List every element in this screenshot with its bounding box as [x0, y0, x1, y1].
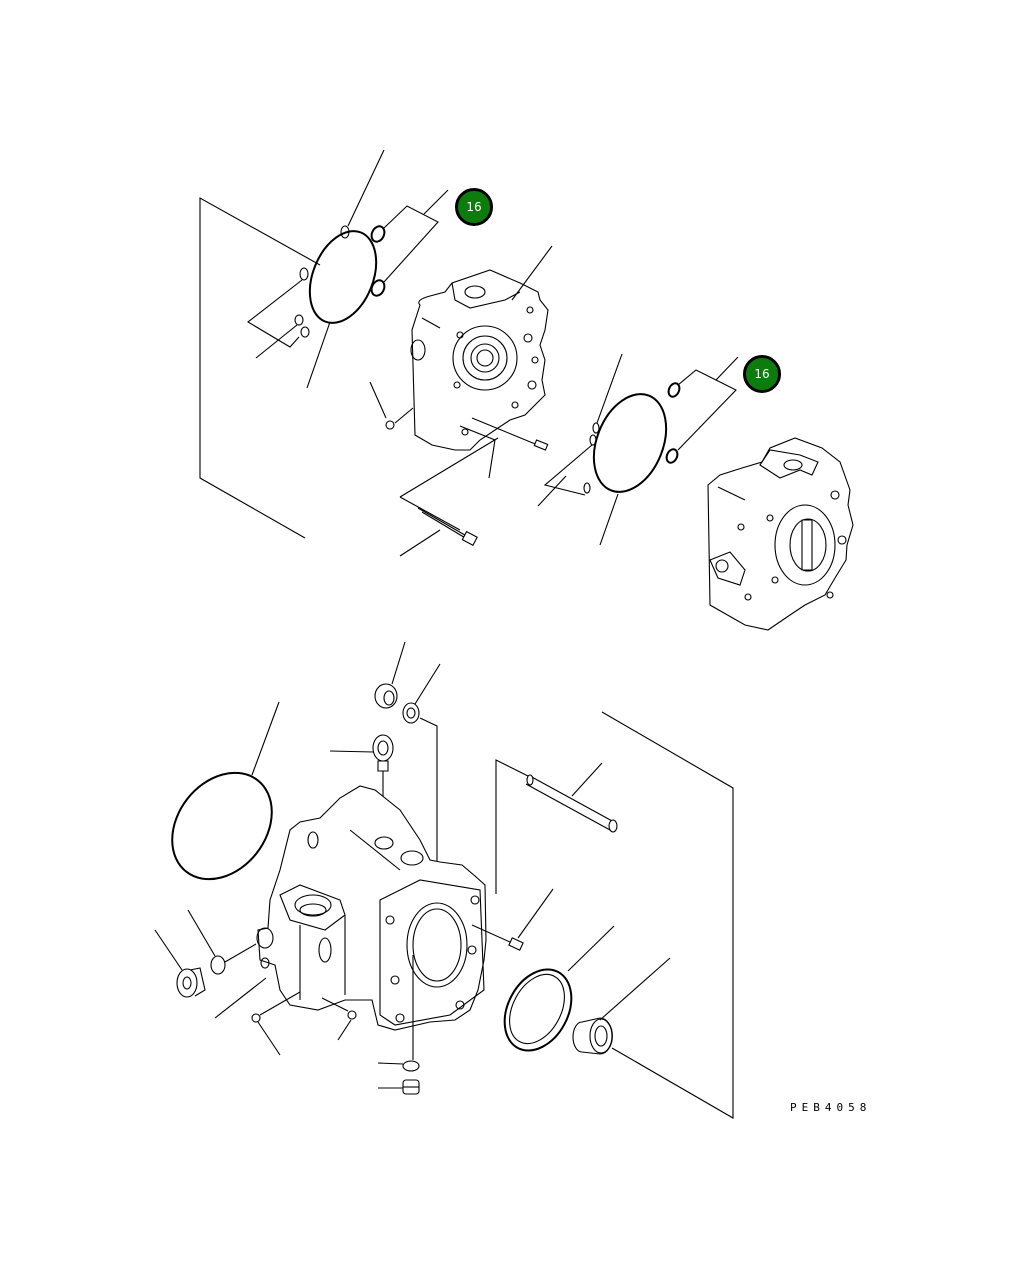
leader-line [215, 978, 266, 1018]
plug-left[interactable] [155, 930, 205, 997]
assembly-bracket-right [496, 760, 532, 894]
seal-washer-left[interactable] [188, 910, 256, 974]
small-bolt-right[interactable] [322, 998, 356, 1040]
small-o-ring-group-right-2[interactable] [665, 357, 738, 464]
hex-nut[interactable] [375, 642, 405, 708]
pump-cover-block[interactable] [411, 246, 552, 450]
o-ring-drain[interactable] [378, 955, 419, 1071]
callout-badge-16-top[interactable]: 16 [455, 188, 493, 226]
plug-bolt-small[interactable] [370, 382, 413, 429]
oil-seal[interactable] [491, 926, 614, 1062]
washer[interactable] [403, 664, 440, 880]
callout-badge-16-right[interactable]: 16 [743, 355, 781, 393]
long-bolt[interactable] [400, 508, 477, 556]
small-o-ring-group-right[interactable] [369, 190, 448, 298]
o-ring-top[interactable] [297, 221, 389, 388]
o-ring-middle[interactable] [538, 354, 680, 545]
assembly-bracket-outer [602, 712, 733, 1118]
dowel-pin[interactable] [400, 418, 548, 530]
main-pump-housing[interactable] [257, 786, 486, 1030]
o-ring-bottom[interactable] [152, 702, 293, 899]
callout-label: 16 [466, 200, 482, 214]
drain-plug[interactable] [378, 1080, 419, 1094]
callout-label: 16 [754, 367, 770, 381]
bearing[interactable] [573, 958, 670, 1054]
eye-bolt[interactable] [330, 735, 393, 840]
assembly-bracket-line [200, 198, 320, 538]
valve-housing-block[interactable] [708, 438, 853, 630]
reference-code: PEB4058 [790, 1101, 872, 1114]
small-pin[interactable] [472, 889, 553, 950]
long-shaft[interactable] [526, 763, 617, 832]
small-o-ring-group-left[interactable] [248, 150, 384, 358]
small-bolt-left[interactable] [252, 992, 300, 1055]
